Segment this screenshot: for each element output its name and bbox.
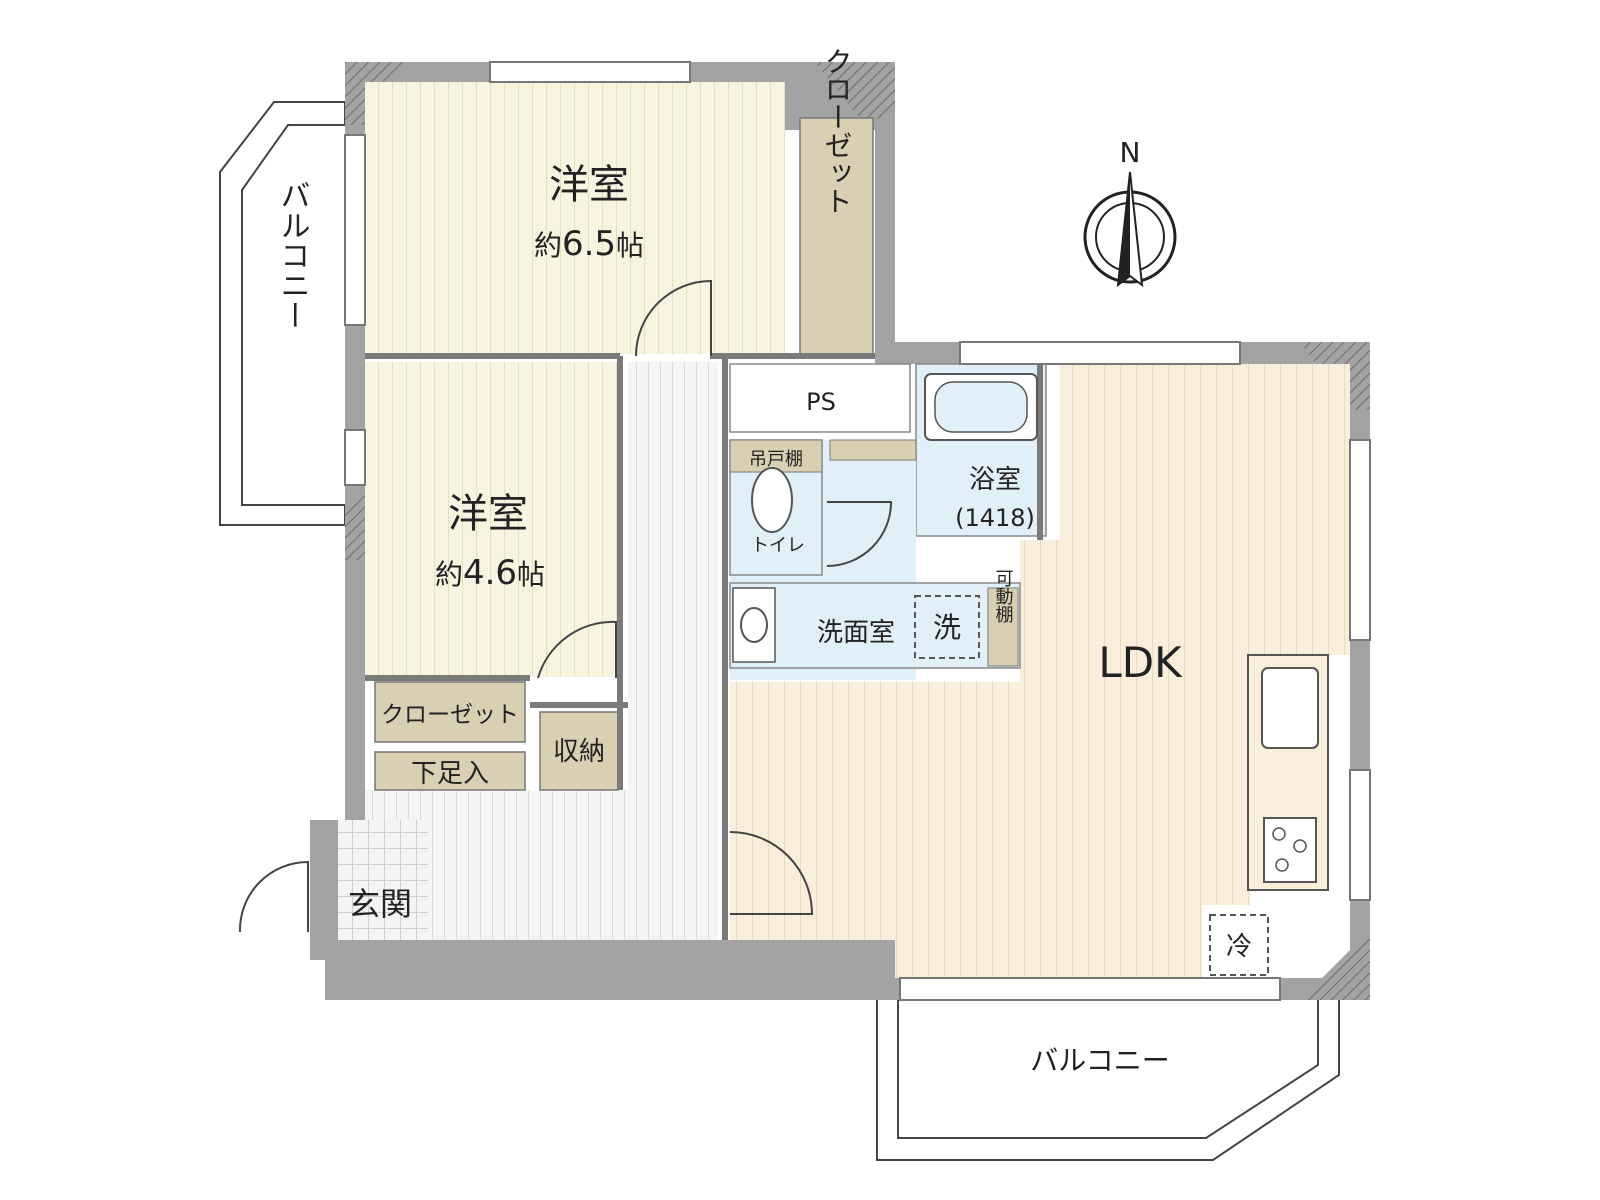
hanging-cupboard-label: 吊戸棚 (749, 449, 803, 470)
bedroom-1-name: 洋室 (549, 162, 629, 208)
doors (238, 279, 893, 933)
bath-size: (1418) (955, 504, 1035, 532)
wash-basin (732, 587, 776, 663)
storage-blocks (374, 117, 1019, 791)
south-balcony (876, 990, 1340, 1161)
toilet-bowl (751, 467, 793, 533)
washer-label: 洗 (933, 611, 961, 644)
bedroom-2-size: 約4.6帖 (435, 553, 545, 593)
bedroom-1-size: 約6.5帖 (534, 224, 644, 264)
entrance-label: 玄関 (348, 885, 412, 923)
bathtub (924, 373, 1038, 441)
windows (344, 61, 1371, 1001)
toilet-label: トイレ (751, 535, 805, 556)
bedroom-2-name: 洋室 (448, 491, 528, 537)
west-balcony-label: バルコニー (275, 180, 310, 330)
fridge-space (1209, 914, 1269, 976)
south-balcony-label: バルコニー (1030, 1044, 1169, 1077)
floors (338, 82, 1350, 978)
closet-horizontal-label: クローゼット (381, 702, 519, 728)
compass-icon: N (1083, 136, 1177, 288)
washer-space (914, 595, 980, 659)
fridge-label: 冷 (1226, 932, 1252, 962)
ps-label: PS (806, 388, 836, 416)
interior-walls (365, 353, 1043, 940)
shoe-cabinet-label: 下足入 (411, 759, 489, 789)
adjustable-shelf-label: 可動棚 (993, 569, 1014, 624)
compass-north-label: N (1120, 136, 1141, 169)
kitchen-counter (1247, 654, 1329, 891)
storage-label: 収納 (553, 737, 605, 767)
closet-vertical-label: クローゼット (821, 47, 854, 215)
washroom-label: 洗面室 (817, 618, 895, 648)
bath-name: 浴室 (969, 465, 1021, 495)
ldk-label: LDK (1098, 638, 1183, 687)
